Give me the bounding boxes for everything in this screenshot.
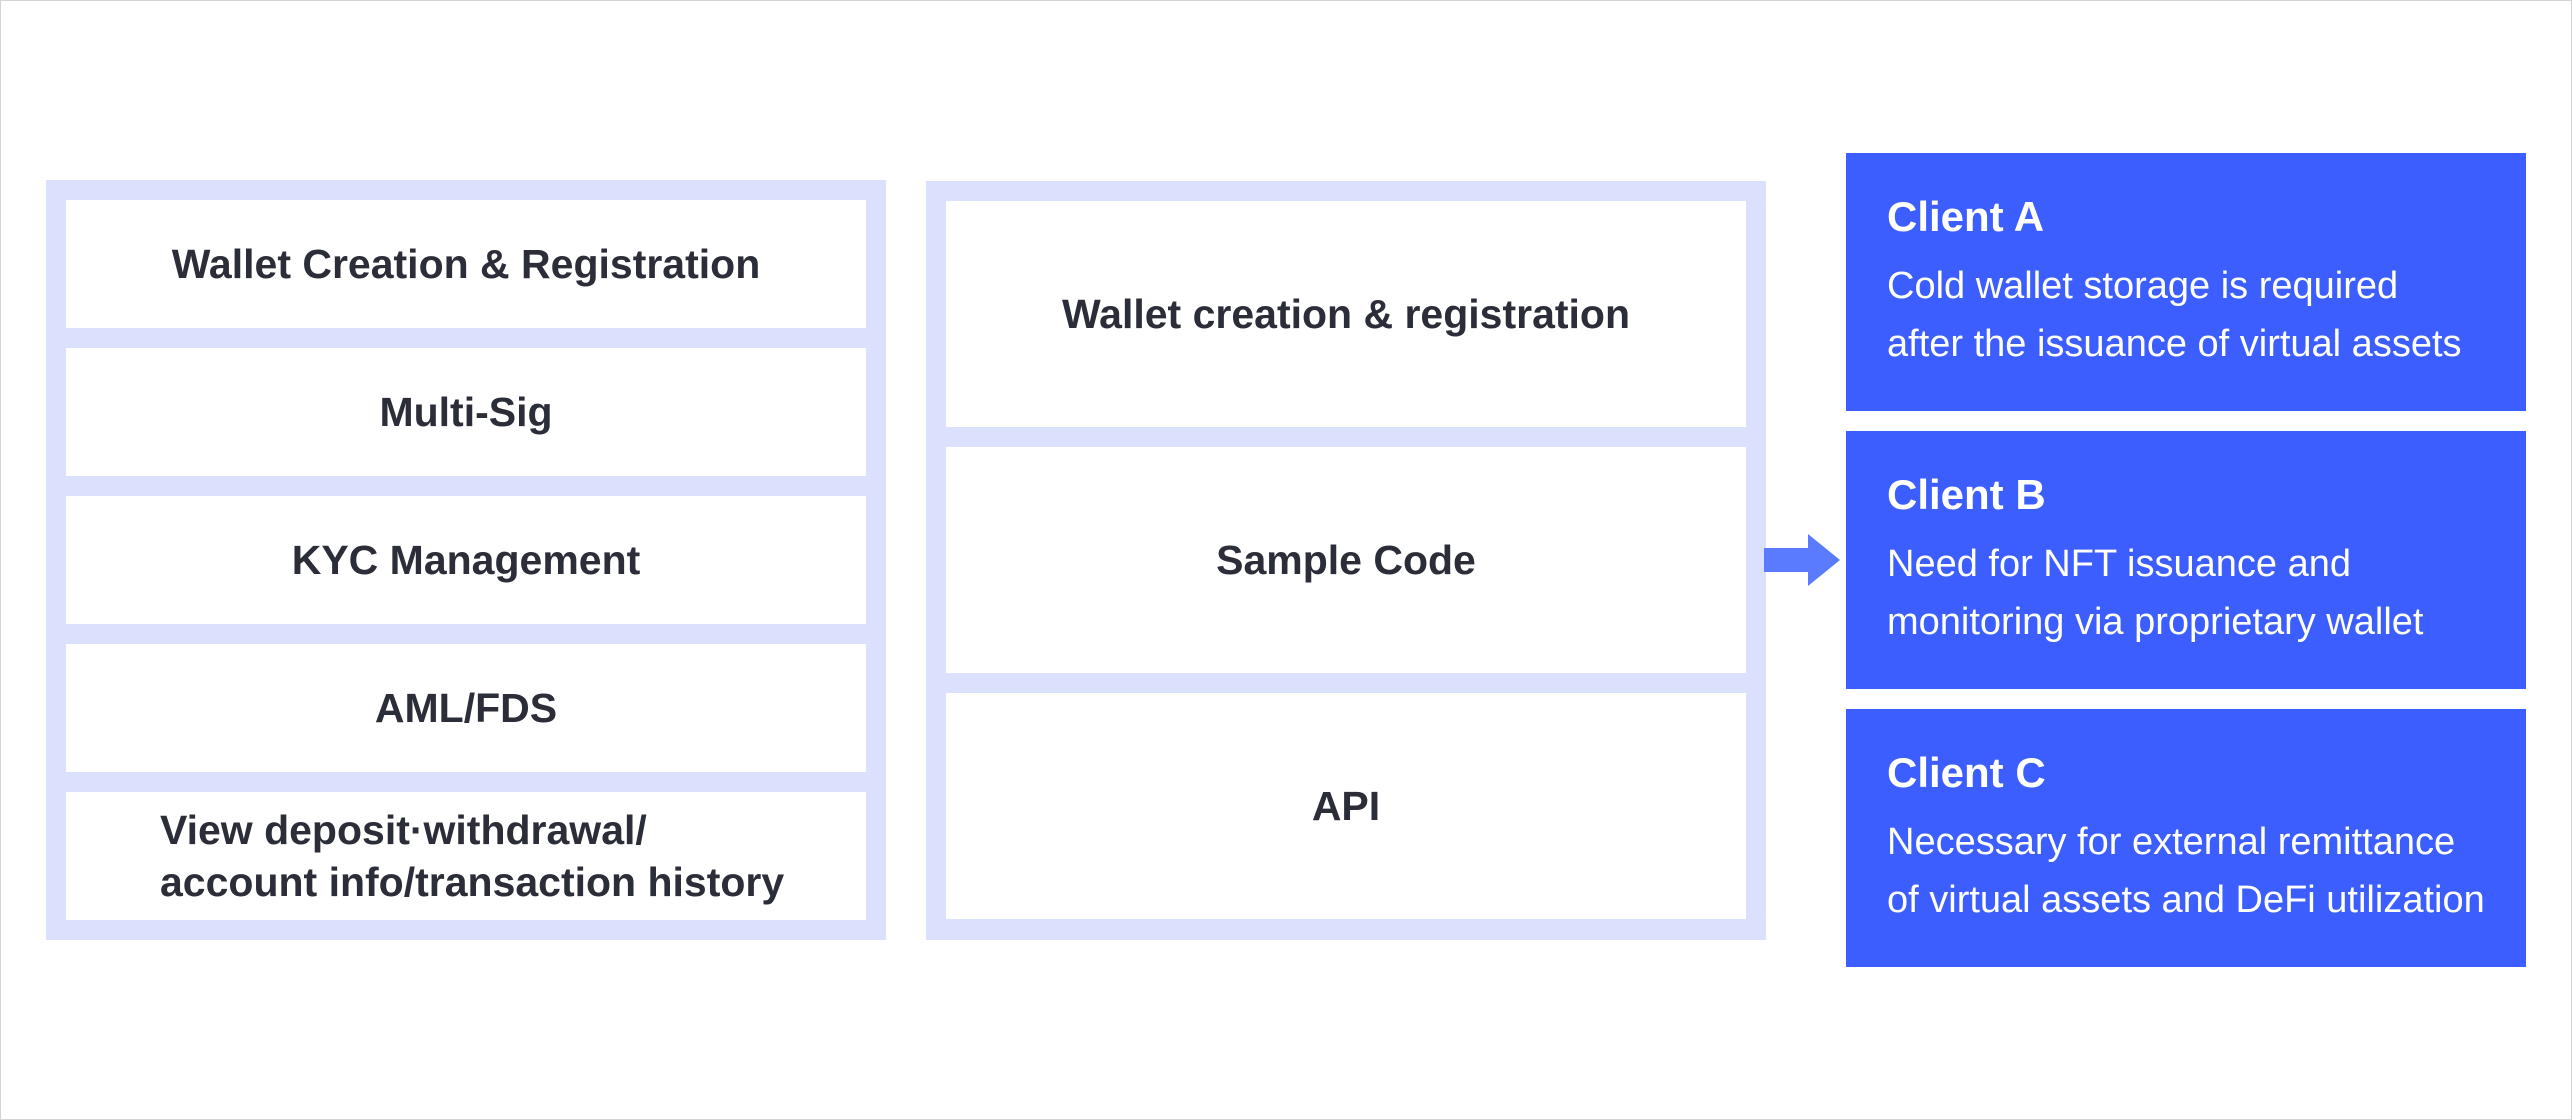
client-description: Cold wallet storage is required after th… xyxy=(1887,265,2462,365)
feature-wallet-creation: Wallet Creation & Registration xyxy=(66,200,866,328)
tool-sample-code: Sample Code xyxy=(946,447,1746,673)
feature-kyc-management: KYC Management xyxy=(66,496,866,624)
client-title: Client A xyxy=(1887,193,2045,240)
client-description: Necessary for external remittance of vir… xyxy=(1887,821,2485,921)
client-description: Need for NFT issuance and monitoring via… xyxy=(1887,543,2424,643)
client-title: Client C xyxy=(1887,749,2046,796)
tool-api: API xyxy=(946,693,1746,919)
feature-column: Wallet Creation & Registration Multi-Sig… xyxy=(46,180,886,940)
feature-view-history: View deposit·withdrawal/ account info/tr… xyxy=(66,792,866,920)
client-card-c: Client C Necessary for external remittan… xyxy=(1846,709,2526,967)
client-card-b: Client B Need for NFT issuance and monit… xyxy=(1846,431,2526,689)
tooling-column: Wallet creation & registration Sample Co… xyxy=(926,181,1766,940)
client-title: Client B xyxy=(1887,471,2046,518)
feature-aml-fds: AML/FDS xyxy=(66,644,866,772)
tool-wallet-creation: Wallet creation & registration xyxy=(946,201,1746,427)
arrow-right-icon xyxy=(1764,534,1840,586)
client-card-a: Client A Cold wallet storage is required… xyxy=(1846,153,2526,411)
feature-multi-sig: Multi-Sig xyxy=(66,348,866,476)
